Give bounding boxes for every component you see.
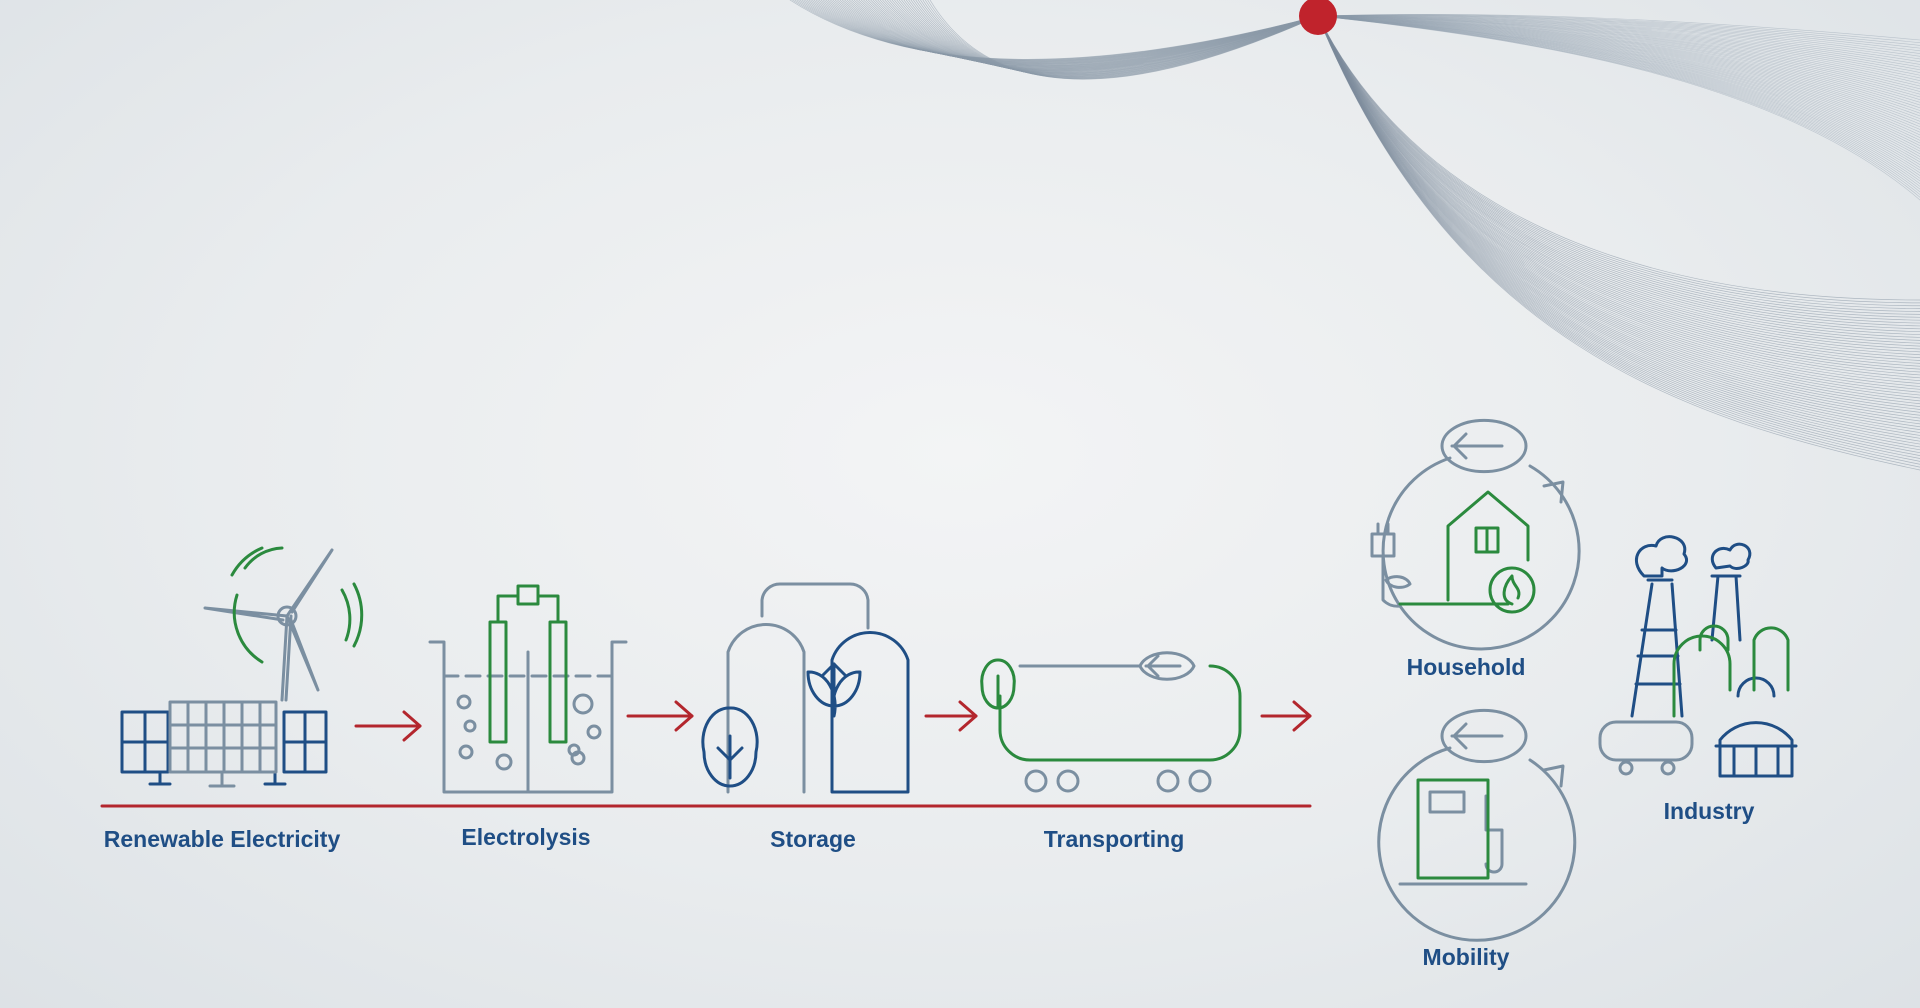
decorative-wave-lines bbox=[789, 0, 1920, 471]
stage-label-transporting: Transporting bbox=[1043, 826, 1185, 852]
mobility-icon: H2 bbox=[1377, 708, 1577, 942]
storage-icon: H2 bbox=[701, 582, 910, 794]
h2-label: H2 bbox=[734, 658, 785, 713]
h2-label: H2 bbox=[1424, 827, 1477, 885]
use-label-mobility: Mobility bbox=[1422, 944, 1510, 970]
arrow-icon bbox=[626, 700, 694, 732]
arrow-icon bbox=[1260, 700, 1312, 732]
h2-label: H2 bbox=[1624, 728, 1652, 760]
use-label-household: Household bbox=[1406, 654, 1526, 680]
decorative-red-dot bbox=[1299, 0, 1337, 35]
household-icon bbox=[1370, 418, 1581, 651]
renewable-electricity-icon bbox=[120, 546, 364, 788]
arrow-icon bbox=[924, 700, 978, 732]
h2-label: H2 bbox=[1082, 683, 1141, 750]
arrow-icon bbox=[354, 710, 422, 742]
electrolysis-icon bbox=[428, 584, 628, 794]
use-label-industry: Industry bbox=[1663, 798, 1755, 824]
stage-label-electrolysis: Electrolysis bbox=[461, 824, 591, 850]
stage-label-storage: Storage bbox=[770, 826, 856, 852]
transporting-icon: H2 bbox=[980, 651, 1242, 793]
industry-icon: H2 bbox=[1598, 535, 1798, 778]
stage-label-renewable-electricity: Renewable Electricity bbox=[103, 826, 341, 852]
